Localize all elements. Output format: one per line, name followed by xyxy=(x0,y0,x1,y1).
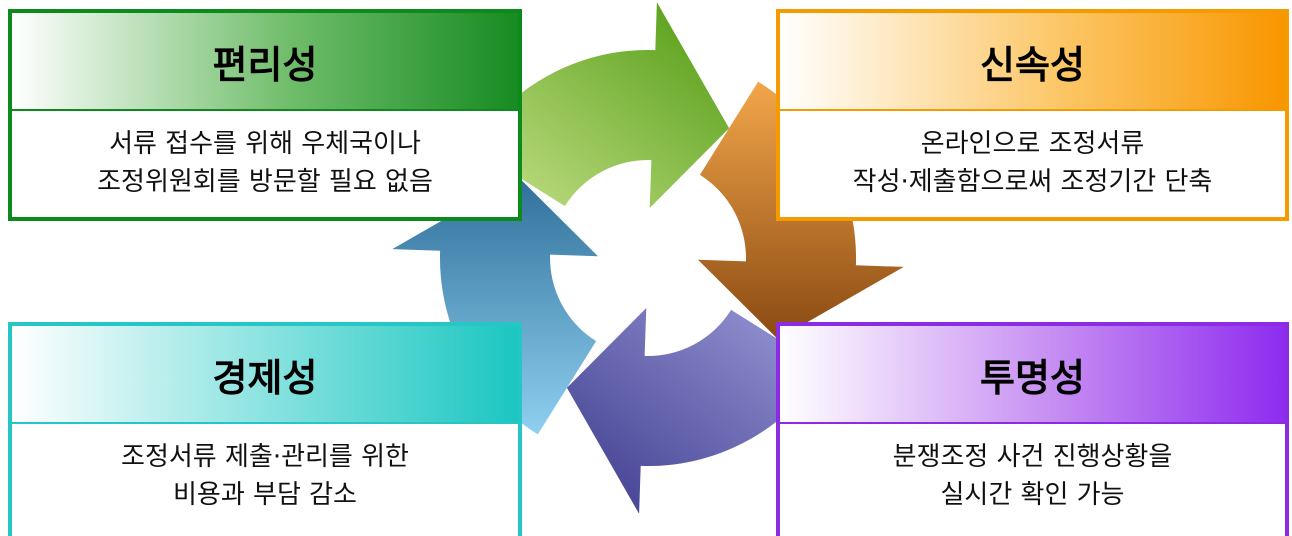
convenience-description: 서류 접수를 위해 우체국이나 조정위원회를 방문할 필요 없음 xyxy=(12,111,518,215)
economy-box: 경제성 조정서류 제출·관리를 위한 비용과 부담 감소 xyxy=(8,322,522,536)
convenience-line-2: 조정위원회를 방문할 필요 없음 xyxy=(97,167,433,197)
transparency-description: 분쟁조정 사건 진행상황을 실시간 확인 가능 xyxy=(780,424,1285,528)
transparency-line-2: 실시간 확인 가능 xyxy=(940,480,1125,510)
arrow-green-icon xyxy=(471,2,730,209)
convenience-box: 편리성 서류 접수를 위해 우체국이나 조정위원회를 방문할 필요 없음 xyxy=(8,9,522,221)
speed-description: 온라인으로 조정서류 작성·제출함으로써 조정기간 단축 xyxy=(780,111,1285,215)
arrow-blue-icon xyxy=(392,176,598,435)
convenience-title: 편리성 xyxy=(12,13,518,111)
transparency-box: 투명성 분쟁조정 사건 진행상황을 실시간 확인 가능 xyxy=(776,322,1289,536)
convenience-line-1: 서류 접수를 위해 우체국이나 xyxy=(109,129,421,159)
economy-title: 경제성 xyxy=(12,326,518,424)
speed-line-2: 작성·제출함으로써 조정기간 단축 xyxy=(852,167,1213,197)
economy-description: 조정서류 제출·관리를 위한 비용과 부담 감소 xyxy=(12,424,518,528)
transparency-title: 투명성 xyxy=(780,326,1285,424)
economy-line-1: 조정서류 제출·관리를 위한 xyxy=(121,442,409,472)
transparency-line-1: 분쟁조정 사건 진행상황을 xyxy=(892,442,1173,472)
speed-title: 신속성 xyxy=(780,13,1285,111)
economy-line-2: 비용과 부담 감소 xyxy=(173,480,357,510)
speed-line-1: 온라인으로 조정서류 xyxy=(920,129,1145,159)
arrow-purple-icon xyxy=(566,308,825,514)
speed-box: 신속성 온라인으로 조정서류 작성·제출함으로써 조정기간 단축 xyxy=(776,9,1289,221)
